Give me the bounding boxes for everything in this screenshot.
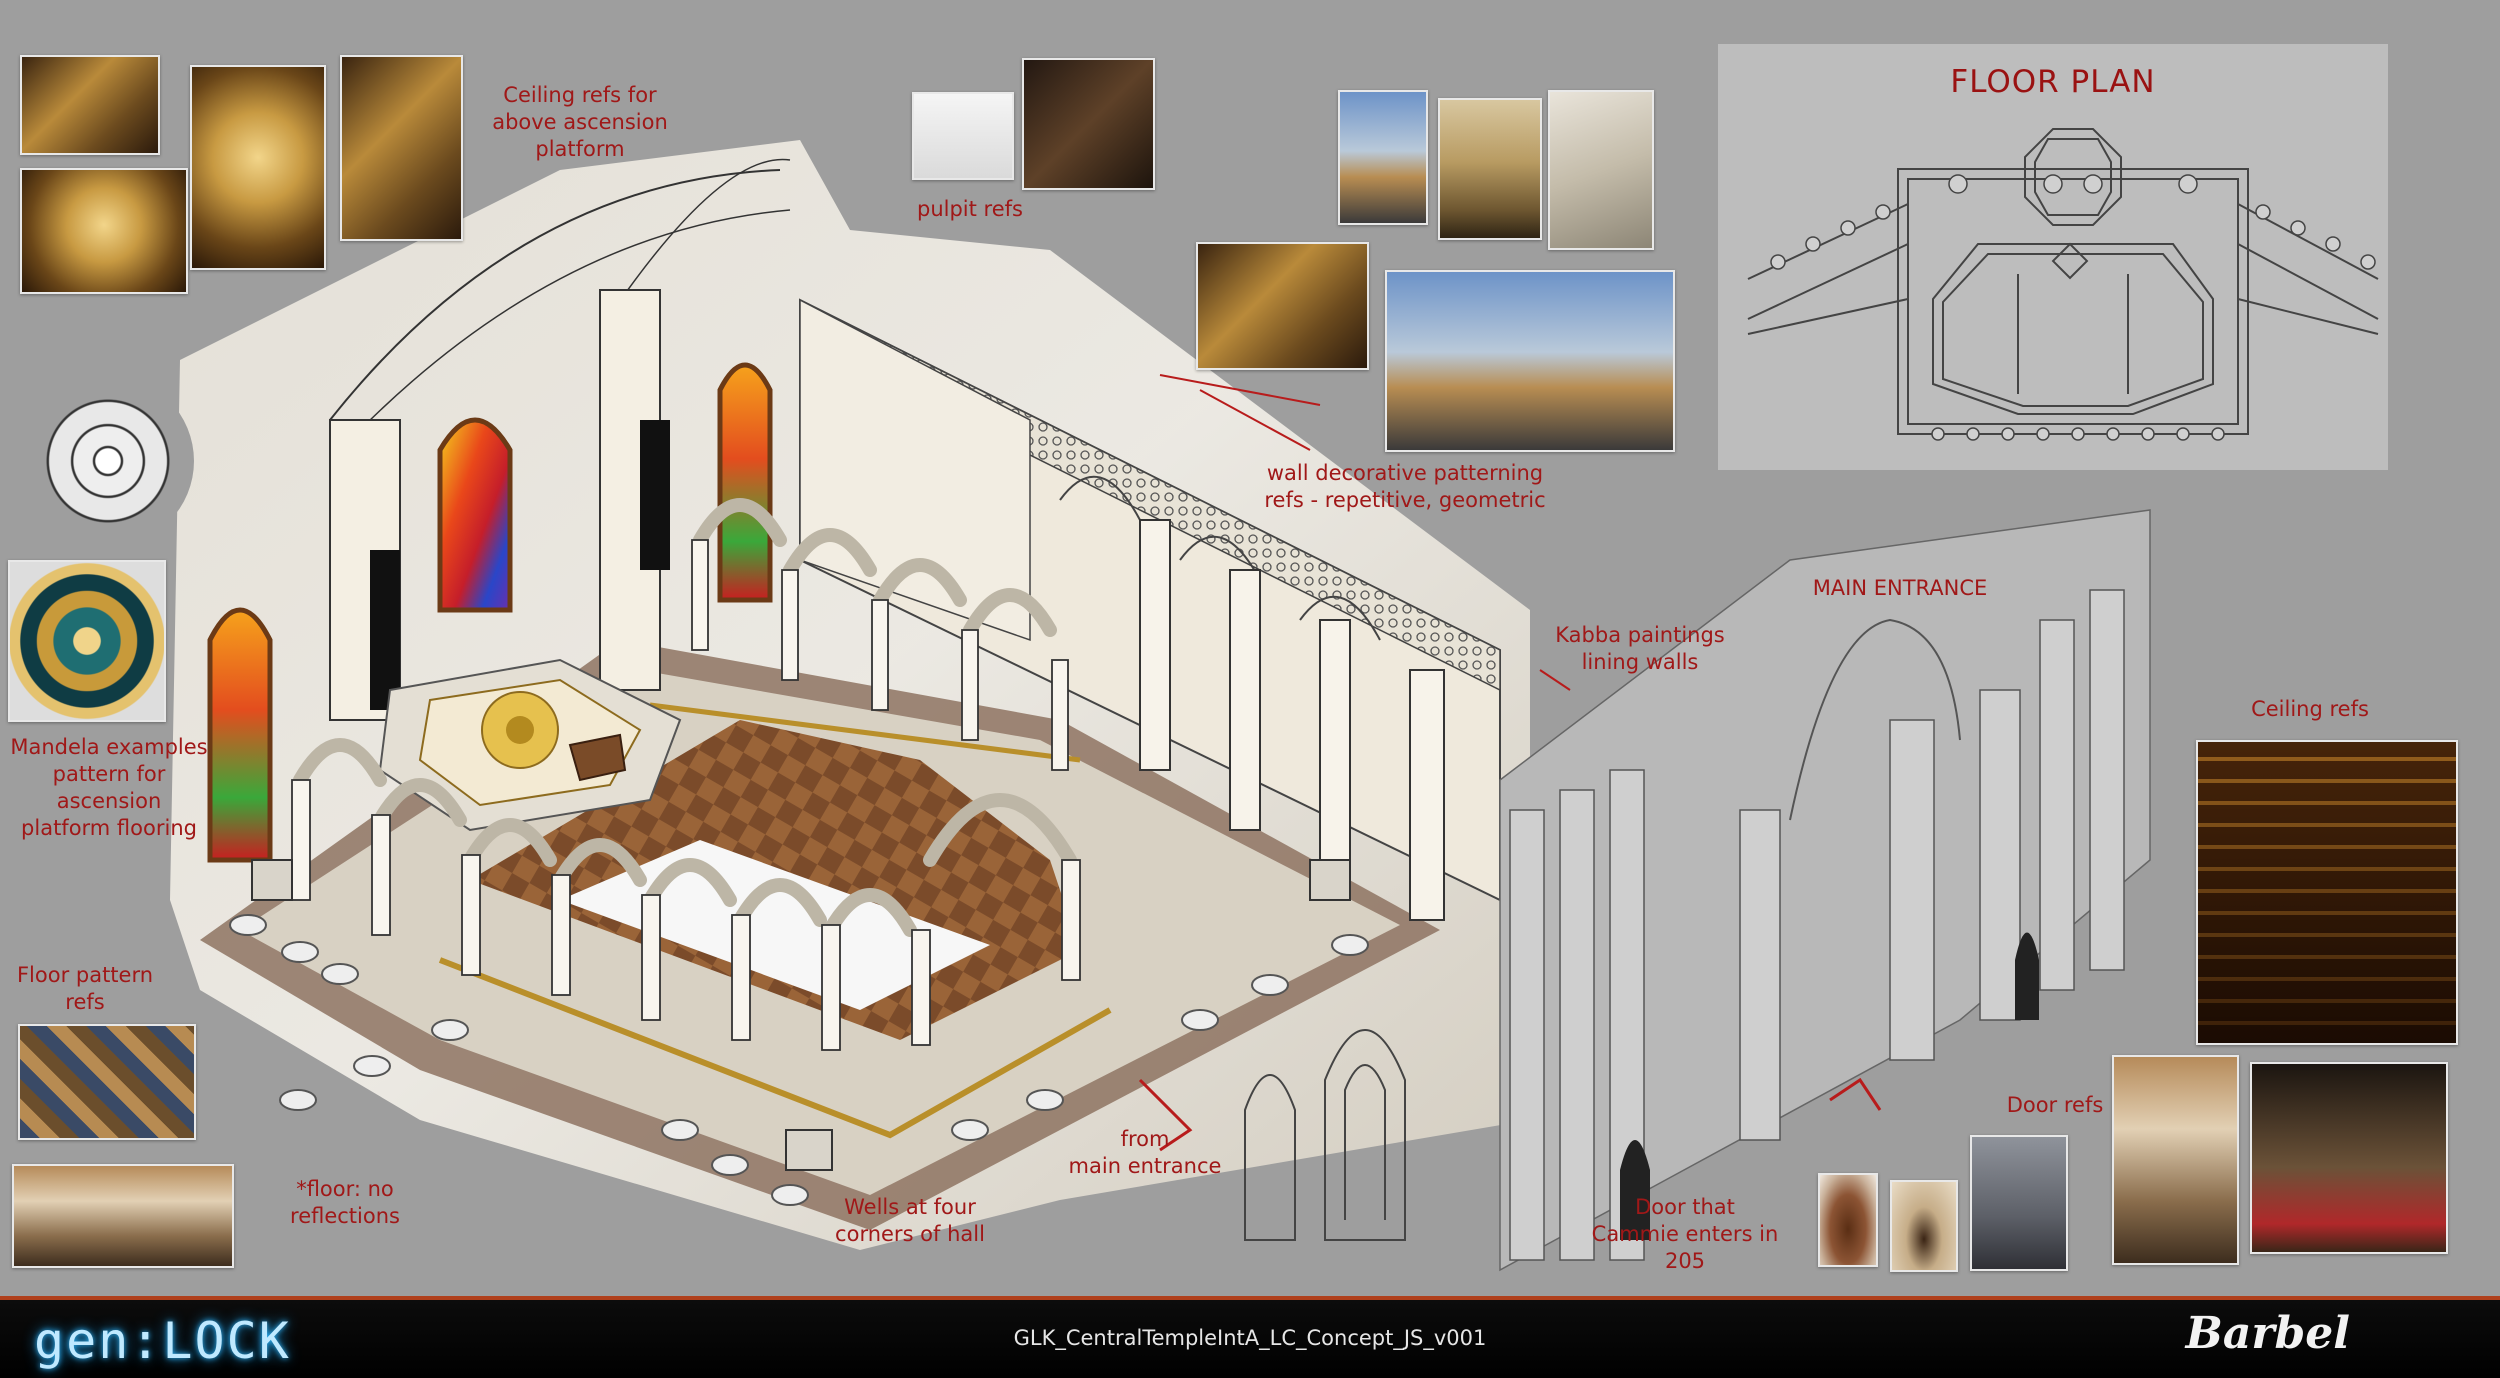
door-ref-image — [1818, 1173, 1878, 1267]
floor-ref-image — [12, 1164, 234, 1268]
brand-logo: gen:LOCK — [34, 1312, 291, 1370]
concept-board: FLOOR PLAN — [8, 44, 2458, 1273]
wall-pattern-ref-image — [1438, 98, 1542, 240]
note-kabba-paintings: Kabba paintings lining walls — [1555, 623, 1725, 674]
file-name: GLK_CentralTempleIntA_LC_Concept_JS_v001 — [1013, 1326, 1487, 1350]
floor-pattern-ref-image — [18, 1024, 196, 1140]
door-ref-image — [2112, 1055, 2239, 1265]
note-ceiling-above-platform: Ceiling refs for above ascension platfor… — [492, 83, 668, 161]
floor-plan-drawing — [1747, 128, 2379, 441]
note-wells: Wells at four corners of hall — [835, 1195, 985, 1246]
floor-plan-panel: FLOOR PLAN — [1718, 44, 2388, 470]
note-main-entrance: MAIN ENTRANCE — [1812, 576, 1988, 600]
note-wall-patterning: wall decorative patterning refs - repeti… — [1264, 461, 1546, 512]
note-floor-reflections: *floor: no reflections — [290, 1177, 400, 1228]
ceiling-ref-image — [20, 168, 188, 294]
note-mandela-examples: Mandela examples pattern for ascension p… — [10, 735, 208, 840]
pulpit-ref-image — [912, 92, 1014, 180]
door-ref-image — [1970, 1135, 2068, 1271]
temple-illustration — [170, 140, 2151, 1272]
footer-bar: gen:LOCK GLK_CentralTempleIntA_LC_Concep… — [0, 1296, 2500, 1378]
ceiling-dome-ref-image — [190, 65, 326, 270]
studio-logo: Barbel — [2185, 1308, 2350, 1359]
mandala-line-ref-image — [22, 375, 194, 547]
note-floor-pattern: Floor pattern refs — [16, 963, 154, 1014]
note-door-refs: Door refs — [2006, 1093, 2104, 1117]
wall-pattern-ref-image — [1548, 90, 1654, 250]
note-ceiling-refs: Ceiling refs — [2251, 697, 2369, 721]
note-cammie-door: Door that Cammie enters in 205 — [1591, 1195, 1779, 1273]
door-ref-image — [2250, 1062, 2448, 1254]
floor-plan-title: FLOOR PLAN — [1950, 64, 2156, 100]
ceiling-ref-image — [20, 55, 160, 155]
ceiling-ref-image — [340, 55, 463, 241]
note-pulpit-refs: pulpit refs — [917, 197, 1023, 221]
wall-pattern-ref-image — [1385, 270, 1675, 452]
note-from-entrance: from main entrance — [1068, 1127, 1222, 1178]
mandala-color-ref-image — [8, 560, 166, 722]
ceiling-ref-image — [2196, 740, 2458, 1045]
door-ref-image — [1890, 1180, 1958, 1272]
wall-pattern-ref-image — [1338, 90, 1428, 225]
wall-pattern-ref-image — [1196, 242, 1369, 370]
pulpit-ref-image — [1022, 58, 1155, 190]
